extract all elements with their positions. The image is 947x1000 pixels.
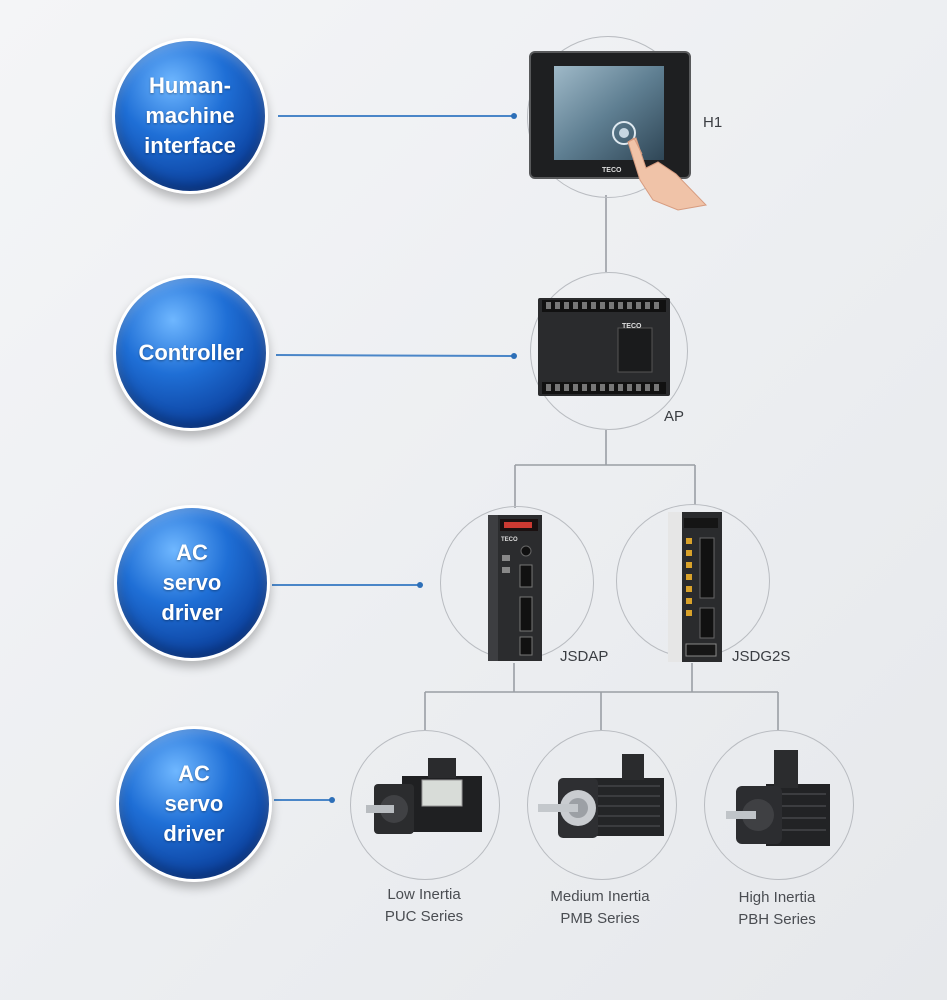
hmi-brand: TECO (602, 167, 622, 174)
level-driver-label: AC servo driver (161, 540, 223, 625)
connector-dot-motor (329, 797, 335, 803)
level-driver-orb: AC servo driver (114, 505, 270, 661)
connector-dot-driver (417, 582, 423, 588)
motor-high-ring (704, 730, 854, 880)
level-hmi-orb: Human- machine interface (112, 38, 268, 194)
driver-jsdap-image: TECO (488, 515, 542, 661)
hmi-touchscreen-image: TECO (529, 51, 708, 211)
motor-medium-caption: Medium Inertia PMB Series (550, 888, 650, 927)
motor-high-inertia-image (726, 750, 830, 846)
motor-low-inertia-image (366, 758, 482, 834)
level-hmi-label: Human- machine interface (144, 73, 236, 158)
tree-lines (424, 195, 779, 730)
level-motor-orb: AC servo driver (116, 726, 272, 882)
connector-dot-hmi (511, 113, 517, 119)
motor-low-caption: Low Inertia PUC Series (384, 886, 464, 925)
hmi-model-label: H1 (703, 114, 723, 131)
motor-medium-ring (527, 730, 677, 880)
motor-high-caption: High Inertia PBH Series (738, 889, 816, 928)
connector-controller (275, 354, 515, 357)
level-motor-label: AC servo driver (163, 761, 225, 846)
controller-brand: TECO (622, 323, 642, 330)
driver-b-model-label: JSDG2S (732, 648, 791, 665)
level-controller-label: Controller (138, 340, 244, 365)
driver-a-brand: TECO (501, 537, 518, 543)
driver-a-model-label: JSDAP (560, 648, 609, 665)
controller-model-label: AP (664, 408, 685, 425)
level-controller-orb: Controller (113, 275, 269, 431)
motor-medium-inertia-image (538, 754, 664, 838)
controller-ring (530, 272, 688, 430)
driver-jsdg2s-image (668, 512, 722, 662)
connector-dot-controller (511, 353, 517, 359)
motor-low-ring (350, 730, 500, 880)
controller-plc-image: TECO (538, 298, 670, 396)
